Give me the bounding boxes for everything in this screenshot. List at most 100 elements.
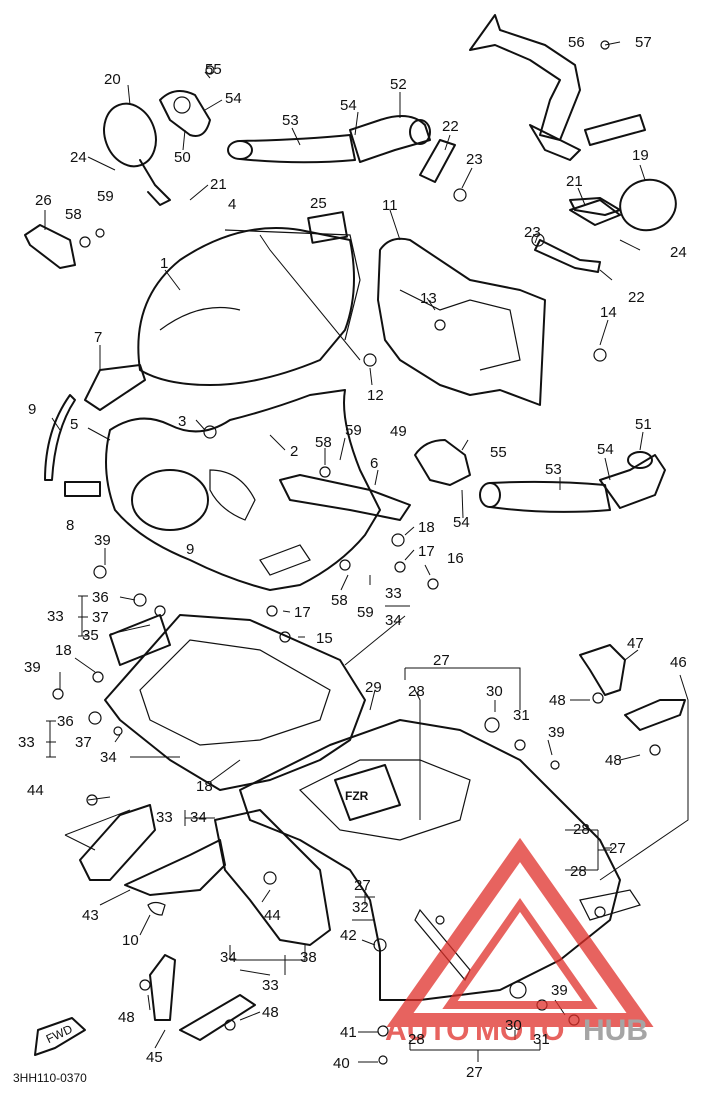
callout-label: 34 [385,612,402,629]
callout-label: 10 [122,932,139,949]
inner-panel-left [214,809,331,946]
callout-label: 33 [47,608,64,625]
callout-label: 5 [70,416,78,433]
callout-label: 39 [94,532,111,549]
callout-label: 22 [628,289,645,306]
callout-label: 55 [205,61,222,78]
callout-label: 28 [408,1031,425,1048]
under-cowl [104,614,366,791]
windscreen [137,227,361,386]
callout-label: 27 [609,840,626,857]
callout-label: 47 [627,635,644,652]
bracket-22-upper [419,139,456,183]
callout-label: 39 [24,659,41,676]
callout-label: 33 [156,809,173,826]
callout-label: 53 [545,461,562,478]
callout-label: 9 [186,541,194,558]
callout-label: 33 [262,977,279,994]
callout-label: 2 [290,443,298,460]
watermark-moto: MOTO [475,1014,564,1047]
callout-label: 4 [228,196,236,213]
panel-7 [84,364,146,411]
mirror-right [569,178,677,232]
bracket-21-right [569,199,621,226]
callout-label: 26 [35,192,52,209]
callout-label: 39 [551,982,568,999]
watermark-auto: AUTO [385,1014,469,1047]
fwd-arrow: FWD [34,1017,86,1056]
callout-label: 29 [365,679,382,696]
callout-label: 52 [390,76,407,93]
callout-label: 20 [104,71,121,88]
callout-label: 21 [210,176,227,193]
callout-label: 48 [262,1004,279,1021]
callout-label: 9 [28,401,36,418]
callout-label: 25 [310,195,327,212]
fairing-stay [377,237,546,406]
callout-label: 21 [566,173,583,190]
callout-label: 23 [466,151,483,168]
callout-label: 27 [466,1064,483,1081]
callout-label: 46 [670,654,687,671]
upper-fairing [105,389,381,591]
callout-label: 6 [370,455,378,472]
callout-label: 58 [315,434,332,451]
callout-label: 14 [600,304,617,321]
callout-label: 55 [490,444,507,461]
watermark-triangle-icon [386,837,654,1027]
callout-label: 28 [408,683,425,700]
callout-label: 33 [18,734,35,751]
callout-label: 37 [75,734,92,751]
callout-label: 1 [160,255,168,272]
callout-label: 34 [100,749,117,766]
mirror-bracket-50 [159,90,211,137]
callout-label: 16 [447,550,464,567]
callout-label: 49 [390,423,407,440]
callout-label: 59 [357,604,374,621]
bracket-26 [24,224,76,269]
callout-label: 18 [196,778,213,795]
emblem-8 [64,481,101,497]
callout-label: 28 [573,821,590,838]
callout-label: 30 [505,1017,522,1034]
callout-label: 35 [82,627,99,644]
part-drawings: FZR FWD [24,14,689,1065]
callout-label: 31 [513,707,530,724]
watermark-hub: HUB [583,1014,648,1047]
rod-22-right [534,239,601,273]
bracket-47 [579,644,626,696]
callout-label: 48 [118,1009,135,1026]
callout-label: 15 [316,630,333,647]
inner-panel-6 [279,474,411,521]
callout-label: 17 [294,604,311,621]
callout-label: 27 [433,652,450,669]
callout-label: 8 [66,517,74,534]
callout-label: 44 [264,907,281,924]
bracket-45 [149,954,176,1021]
duct-hose-right [414,439,666,513]
callout-label: 39 [548,724,565,741]
callout-label: 45 [146,1049,163,1066]
bracket-46 [624,699,686,731]
fasteners [52,40,661,1065]
callout-label: 57 [635,34,652,51]
bracket-48-lower [179,994,256,1041]
watermark: AUTO MOTO HUB [385,837,654,1047]
callout-label: 53 [282,112,299,129]
callout-label: 11 [382,197,398,214]
callout-label: 33 [385,585,402,602]
decal-fzr-text: FZR [345,789,369,803]
callout-label: 17 [418,543,435,560]
callout-label: 19 [632,147,649,164]
callout-label: 18 [418,519,435,536]
callout-label: 34 [220,949,237,966]
callout-label: 41 [340,1024,357,1041]
callout-label: 54 [453,514,470,531]
callout-label: 34 [190,809,207,826]
callout-label: 30 [486,683,503,700]
decal-25 [307,211,348,244]
callout-label: 22 [442,118,459,135]
callout-label: 3 [178,413,186,430]
callout-labels: 20 55 54 50 53 54 52 56 57 24 21 26 58 5… [18,34,687,1081]
